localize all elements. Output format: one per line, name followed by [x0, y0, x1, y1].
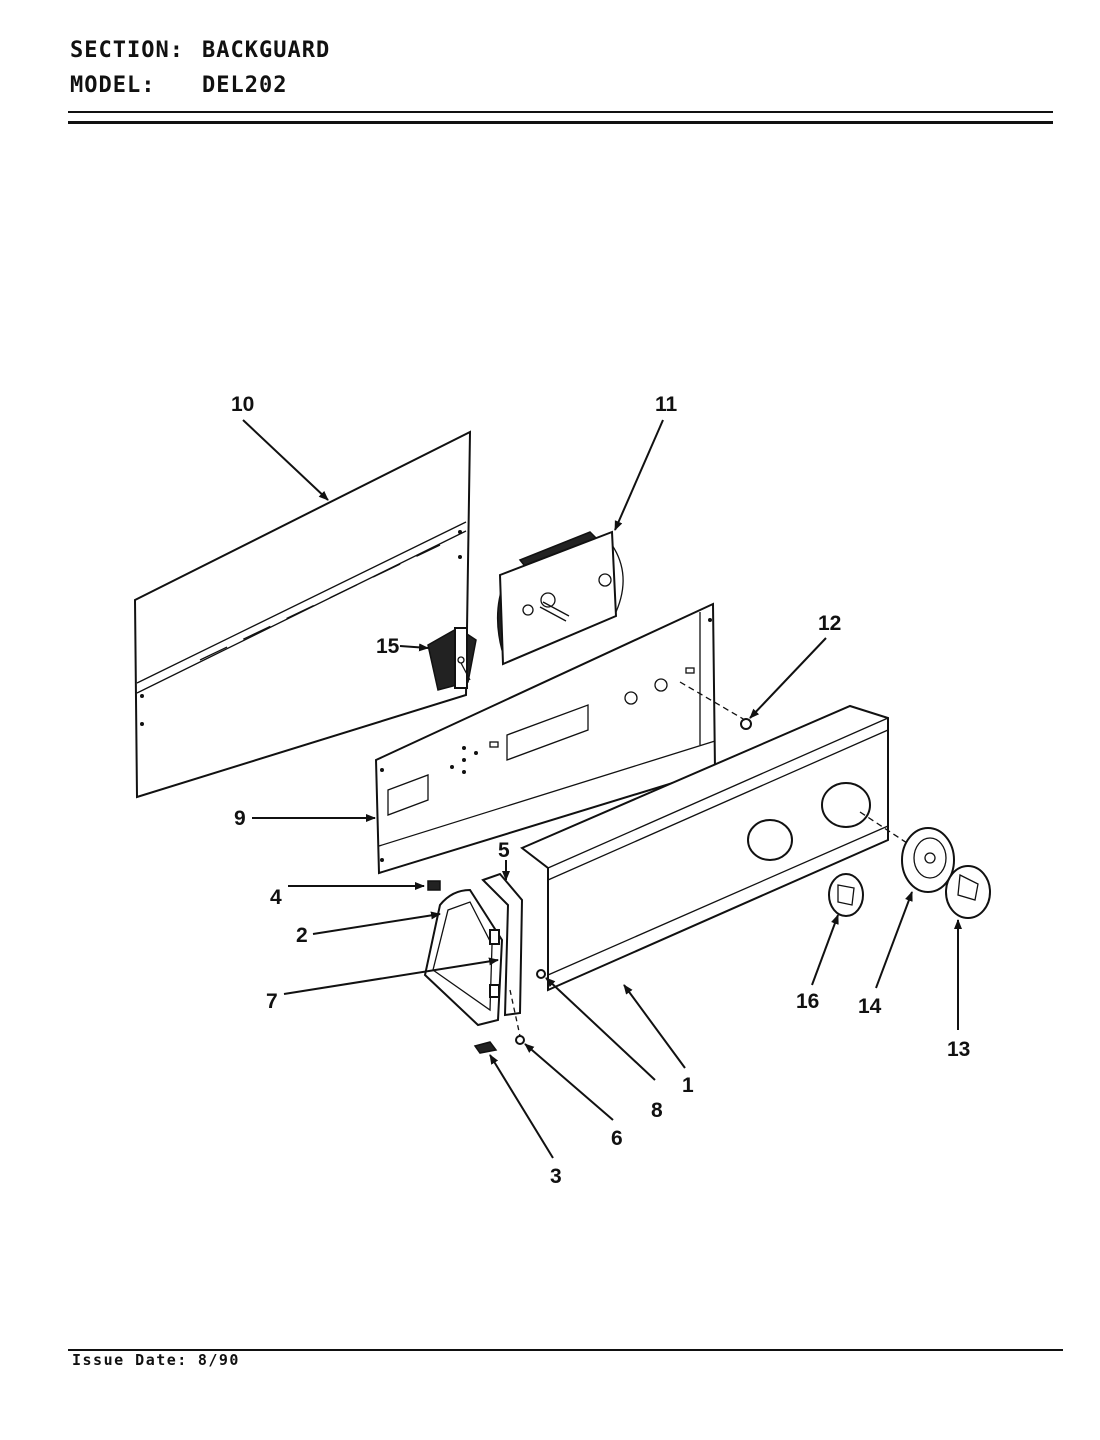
part-16-knob	[828, 873, 864, 917]
part-12-screw	[740, 718, 752, 730]
callout-5: 5	[498, 839, 510, 862]
part-3-clip	[473, 1041, 498, 1054]
issue-date-label: Issue Date:	[72, 1351, 188, 1369]
section-value: BACKGUARD	[202, 38, 331, 63]
callout-labels: 10 11 15 12 9 4 2 7 5 1 8 6 3 16 14 13	[231, 393, 970, 1188]
callout-8: 8	[651, 1099, 663, 1122]
part-10-rear-panel	[133, 430, 472, 799]
part-5-trim-strip	[481, 872, 524, 1017]
callout-14: 14	[858, 995, 882, 1018]
callout-15: 15	[376, 635, 400, 658]
leader-lines	[242, 419, 962, 1159]
part-4-clip	[427, 880, 441, 891]
callout-16: 16	[796, 990, 819, 1013]
callout-3: 3	[550, 1165, 562, 1188]
part-2-end-cap	[423, 888, 504, 1027]
model-header: MODEL: DEL202	[70, 73, 287, 98]
part-6-screw	[515, 1035, 525, 1045]
footer-rule	[68, 1349, 1063, 1351]
model-value: DEL202	[202, 73, 288, 98]
callout-4: 4	[270, 886, 282, 909]
callout-11: 11	[655, 393, 678, 416]
callout-2: 2	[296, 924, 308, 947]
part-15-switch	[427, 627, 477, 691]
callout-7: 7	[266, 990, 278, 1013]
model-label: MODEL:	[70, 73, 156, 98]
callout-13: 13	[947, 1038, 970, 1061]
callout-1: 1	[682, 1074, 694, 1097]
part-13-knob	[945, 865, 991, 919]
part-8-screw	[536, 969, 546, 979]
issue-date: Issue Date: 8/90	[72, 1351, 240, 1369]
part-14-dial-skirt	[901, 827, 955, 893]
callout-9: 9	[234, 807, 246, 830]
part-1-front-console	[520, 704, 889, 992]
assembly-guides	[509, 681, 911, 1037]
header-rule-thick	[68, 121, 1053, 124]
header-rule-thin	[68, 111, 1053, 113]
section-label: SECTION:	[70, 38, 184, 63]
callout-6: 6	[611, 1127, 623, 1150]
issue-date-value: 8/90	[197, 1351, 240, 1369]
callout-12: 12	[818, 612, 841, 635]
callout-10: 10	[231, 393, 254, 416]
part-11-timer	[496, 530, 624, 666]
section-header: SECTION: BACKGUARD	[70, 38, 330, 63]
